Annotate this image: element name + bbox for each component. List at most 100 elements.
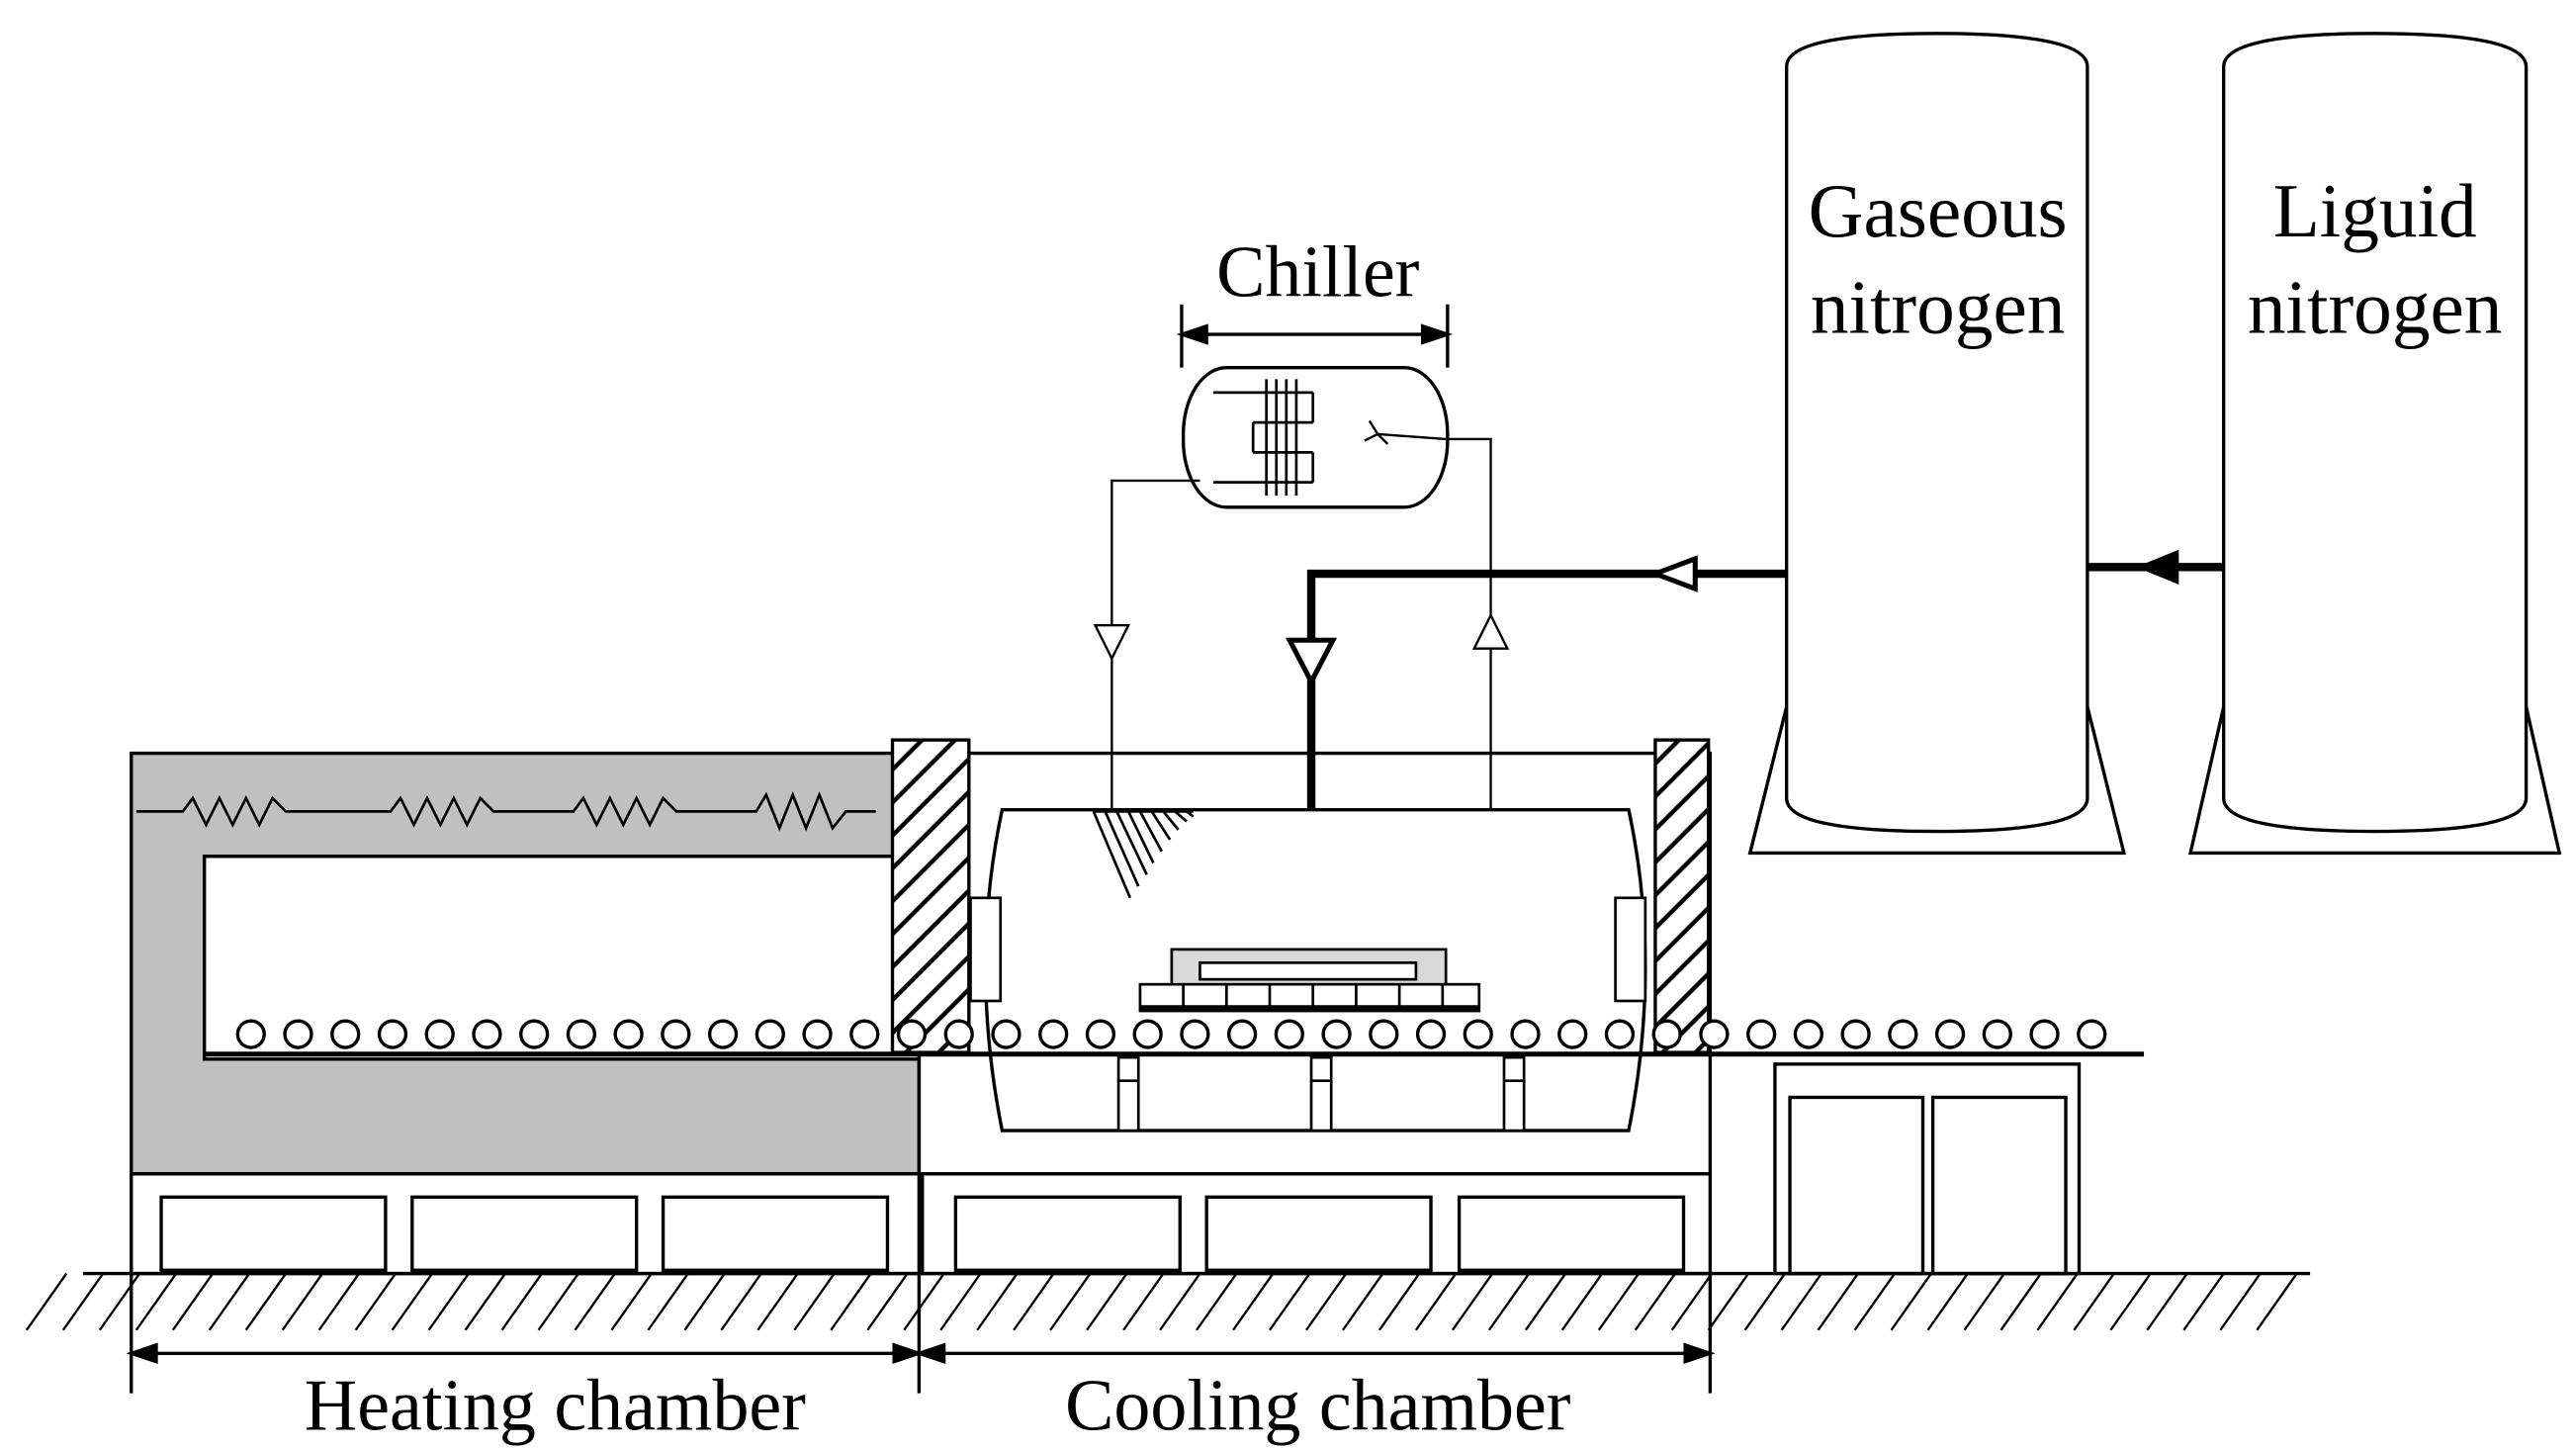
- ground-hatch-line: [1560, 1272, 1604, 1331]
- chiller-coil: [1212, 379, 1315, 497]
- ground-hatch-line: [1597, 1272, 1641, 1331]
- ground: [25, 1271, 2311, 1331]
- roller: [283, 1019, 313, 1049]
- ground-hatch-line: [1086, 1272, 1128, 1331]
- roller: [377, 1019, 408, 1049]
- ground-hatch-line: [903, 1272, 945, 1331]
- bottom-dimensions: [126, 1273, 1716, 1394]
- ground-hatch-line: [1377, 1272, 1421, 1331]
- chiller-dimension-arrow: [1176, 304, 1454, 368]
- ground-hatch-line: [1487, 1272, 1531, 1331]
- ground-hatch-line: [391, 1272, 433, 1331]
- ground-hatch-line: [866, 1272, 909, 1331]
- roller: [1604, 1019, 1636, 1049]
- ground-hatch-line: [1451, 1272, 1494, 1331]
- roller: [235, 1019, 266, 1049]
- roller: [1415, 1019, 1447, 1049]
- ground-hatch-line: [1890, 1272, 1932, 1331]
- roller-conveyor: [235, 1019, 2107, 1049]
- ground-hatch-line: [1743, 1272, 1786, 1331]
- chiller-loop-pipes: [1093, 437, 1510, 810]
- ground-hatch-line: [793, 1272, 836, 1331]
- roller: [1840, 1019, 1871, 1049]
- roller: [991, 1019, 1022, 1049]
- ground-hatch-line: [281, 1272, 324, 1331]
- gas-feed-pipe: [1306, 569, 1787, 810]
- ground-hatch-line: [1049, 1272, 1092, 1331]
- ground-hatch-line: [1122, 1272, 1165, 1331]
- heating-base: [130, 1172, 922, 1276]
- ground-hatch-line: [1634, 1272, 1677, 1331]
- roller: [1038, 1019, 1069, 1049]
- cooling-base: [921, 1172, 1713, 1276]
- ground-hatch-line: [1232, 1272, 1275, 1331]
- ground-hatch-line: [1707, 1272, 1749, 1331]
- ground-hatch-line: [1817, 1272, 1859, 1331]
- ground-hatch-line: [1999, 1272, 2042, 1331]
- output-cabinet: [1773, 1062, 2082, 1276]
- roller: [661, 1019, 691, 1049]
- roller: [1274, 1019, 1304, 1049]
- cabinet-door-right: [1930, 1095, 2068, 1276]
- liquid-tank-label-line1: Liguid: [2273, 168, 2477, 253]
- roller: [566, 1019, 597, 1049]
- ground-hatch-line: [1414, 1272, 1458, 1331]
- workpiece-tray: [1138, 948, 1481, 1013]
- exit-door: [1653, 738, 1711, 1054]
- ground-hatch-line: [500, 1272, 543, 1331]
- return-arrow-icon: [1471, 612, 1510, 650]
- heating-chamber: [130, 751, 922, 1176]
- roller: [1557, 1019, 1588, 1049]
- roller: [472, 1019, 502, 1049]
- liquid-nitrogen-tank: [2187, 32, 2562, 856]
- supply-arrow-icon: [1093, 623, 1131, 662]
- ground-hatch-line: [171, 1272, 215, 1331]
- ground-hatch-line: [1926, 1272, 1969, 1331]
- roller: [1180, 1019, 1210, 1049]
- liquid-tank-body: [2222, 32, 2529, 834]
- ground-hatch-line: [610, 1272, 653, 1331]
- roller: [1321, 1019, 1352, 1049]
- gaseous-tank-label-line2: nitrogen: [1811, 264, 2066, 349]
- ground-hatch-line: [2036, 1272, 2079, 1331]
- gaseous-tank-body: [1785, 32, 2089, 834]
- cooling-chamber: [917, 751, 1713, 1176]
- ground-hatch-line: [354, 1272, 397, 1331]
- roller: [424, 1019, 455, 1049]
- ground-hatch-line: [1524, 1272, 1567, 1331]
- roller: [330, 1019, 361, 1049]
- roller: [2029, 1019, 2060, 1049]
- roller: [1463, 1019, 1493, 1049]
- ground-hatch-line: [1963, 1272, 2005, 1331]
- gas-down-arrow-icon: [1286, 637, 1338, 687]
- roller: [707, 1019, 739, 1049]
- ground-hatch-line: [25, 1272, 68, 1331]
- roller: [2077, 1019, 2107, 1049]
- ground-hatching: [25, 1272, 2298, 1331]
- roller: [1369, 1019, 1399, 1049]
- liquid-tank-label-line2: nitrogen: [2248, 264, 2503, 349]
- roller: [519, 1019, 550, 1049]
- ground-hatch-line: [1305, 1272, 1348, 1331]
- ground-hatch-line: [464, 1272, 506, 1331]
- gaseous-nitrogen-tank: [1747, 32, 2127, 856]
- vessel-right-fitting: [1614, 896, 1647, 1003]
- roller: [1793, 1019, 1824, 1049]
- ground-hatch-line: [2073, 1272, 2115, 1331]
- chiller-fan-icon: [1364, 419, 1447, 445]
- ground-hatch-line: [720, 1272, 762, 1331]
- chiller: [1176, 304, 1454, 509]
- ground-hatch-line: [2146, 1272, 2188, 1331]
- roller: [1651, 1019, 1682, 1049]
- ground-hatch-line: [1780, 1272, 1822, 1331]
- ground-hatch-line: [1159, 1272, 1201, 1331]
- vessel-left-fitting: [969, 896, 1003, 1003]
- cooling-chamber-label: Cooling chamber: [1065, 1365, 1570, 1446]
- roller: [802, 1019, 833, 1049]
- roller: [1510, 1019, 1541, 1049]
- ground-hatch-line: [939, 1272, 982, 1331]
- ground-hatch-line: [317, 1272, 360, 1331]
- liquid-flow-arrow-icon: [2136, 549, 2179, 585]
- ground-hatch-line: [830, 1272, 872, 1331]
